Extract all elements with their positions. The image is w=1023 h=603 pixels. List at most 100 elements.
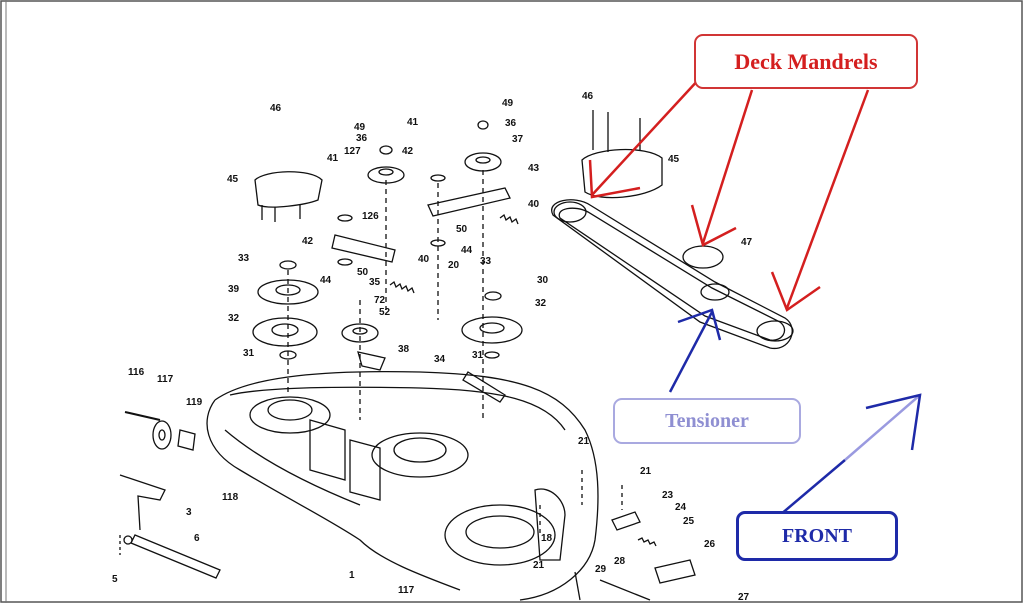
part-20: 20: [448, 260, 460, 271]
part-30: 30: [537, 275, 549, 286]
deck-inner-edge: [224, 429, 361, 506]
part-126: 126: [362, 211, 379, 222]
pulley-127-hub: [378, 168, 394, 176]
pulley-32-right: [461, 316, 523, 344]
part-42-top: 42: [402, 146, 414, 157]
part-37: 37: [512, 134, 524, 145]
arrow-head-center: [690, 204, 737, 247]
deck-side-plate: [534, 488, 566, 561]
pulley-32-left-hub: [271, 323, 299, 337]
deck-skirt: [206, 399, 461, 591]
part-34: 34: [434, 354, 446, 365]
part-1: 1: [349, 570, 355, 581]
part-21-bottom: 21: [533, 560, 545, 571]
part-41-left: 41: [327, 153, 339, 164]
arrow-head-tensioner: [677, 308, 722, 341]
arrow-head-left: [588, 159, 641, 199]
part-3: 3: [186, 507, 192, 518]
nut-49-mid: [379, 145, 393, 155]
blade-cover-left: [254, 171, 323, 208]
center-spindle-housing: [371, 432, 469, 478]
part-36-right: 36: [505, 118, 517, 129]
part-21-right: 21: [640, 466, 652, 477]
part-29: 29: [595, 564, 607, 575]
part-41-right: 41: [407, 117, 419, 128]
spring-40-left: [389, 280, 415, 294]
nut-33-left: [279, 260, 297, 270]
pulley-39-hub: [275, 284, 301, 296]
washer-42-left: [337, 214, 353, 222]
arrow-line-left: [591, 77, 701, 196]
part-24: 24: [675, 502, 687, 513]
front-arrow-lower: [779, 459, 846, 516]
mandrel-pulley-right: [756, 320, 794, 342]
part-117-left: 117: [157, 374, 174, 385]
part-35: 35: [369, 277, 381, 288]
part-23: 23: [662, 490, 674, 501]
part-49-right: 49: [502, 98, 514, 109]
baffle-34: [462, 371, 506, 403]
pin-5: [123, 535, 133, 545]
part-18: 18: [541, 533, 553, 544]
part-43: 43: [528, 163, 540, 174]
deck-bracket-mid: [349, 439, 381, 501]
part-38: 38: [398, 344, 410, 355]
deck-top-ridge: [229, 386, 566, 431]
spring-40-right: [499, 213, 519, 225]
arrow-line-center: [701, 89, 754, 244]
tensioner-arrow: [668, 308, 722, 393]
rod-28: [599, 579, 651, 601]
lift-bracket-3: [119, 474, 166, 531]
part-49-mid: 49: [354, 122, 366, 133]
part-36-mid: 36: [356, 133, 368, 144]
part-31-left: 31: [243, 348, 255, 359]
part-127: 127: [344, 146, 361, 157]
part-31-right: 31: [472, 350, 484, 361]
deck-bracket-left: [309, 419, 346, 481]
pulley-37-hub: [475, 156, 491, 164]
washer-44-left: [337, 258, 353, 266]
washer-42-right: [430, 174, 446, 182]
idler-arm-43: [427, 187, 511, 217]
center-spindle-hub: [393, 437, 447, 463]
lift-rod-6: [130, 534, 221, 579]
bolt-116: [124, 411, 161, 421]
part-33-right: 33: [480, 256, 492, 267]
part-6: 6: [194, 533, 200, 544]
part-5: 5: [112, 574, 118, 585]
part-28: 28: [614, 556, 626, 567]
part-44-right: 44: [461, 245, 473, 256]
part-40-left: 40: [418, 254, 430, 265]
arrow-head-right: [770, 271, 821, 312]
deck-mandrels-callout: Deck Mandrels: [694, 34, 918, 89]
part-45-inset: 45: [668, 154, 680, 165]
front-arrow-head: [865, 393, 922, 451]
part-116: 116: [128, 367, 145, 378]
part-72: 72: [374, 295, 386, 306]
part-47: 47: [741, 237, 753, 248]
part-33-left: 33: [238, 253, 250, 264]
arrow-line-right: [785, 89, 870, 309]
nut-49-right: [477, 120, 489, 130]
mandrel-pulley-center: [682, 245, 724, 269]
part-26: 26: [704, 539, 716, 550]
right-spindle-well: [444, 504, 556, 566]
mandrel-pulley-left: [553, 201, 587, 223]
part-25: 25: [683, 516, 695, 527]
part-32-left: 32: [228, 313, 240, 324]
rod-29: [574, 571, 581, 601]
mandrel-arrows: [588, 77, 870, 312]
belt-47-outer: [551, 199, 793, 350]
part-52: 52: [379, 307, 391, 318]
right-spindle-hub: [465, 515, 535, 549]
wheel-117-hub: [158, 429, 166, 441]
part-21-top: 21: [578, 436, 590, 447]
part-46-inset: 46: [582, 91, 594, 102]
deck-shell: [214, 370, 599, 601]
part-39: 39: [228, 284, 240, 295]
bracket-26: [654, 559, 696, 584]
left-spindle-hub: [267, 399, 313, 421]
